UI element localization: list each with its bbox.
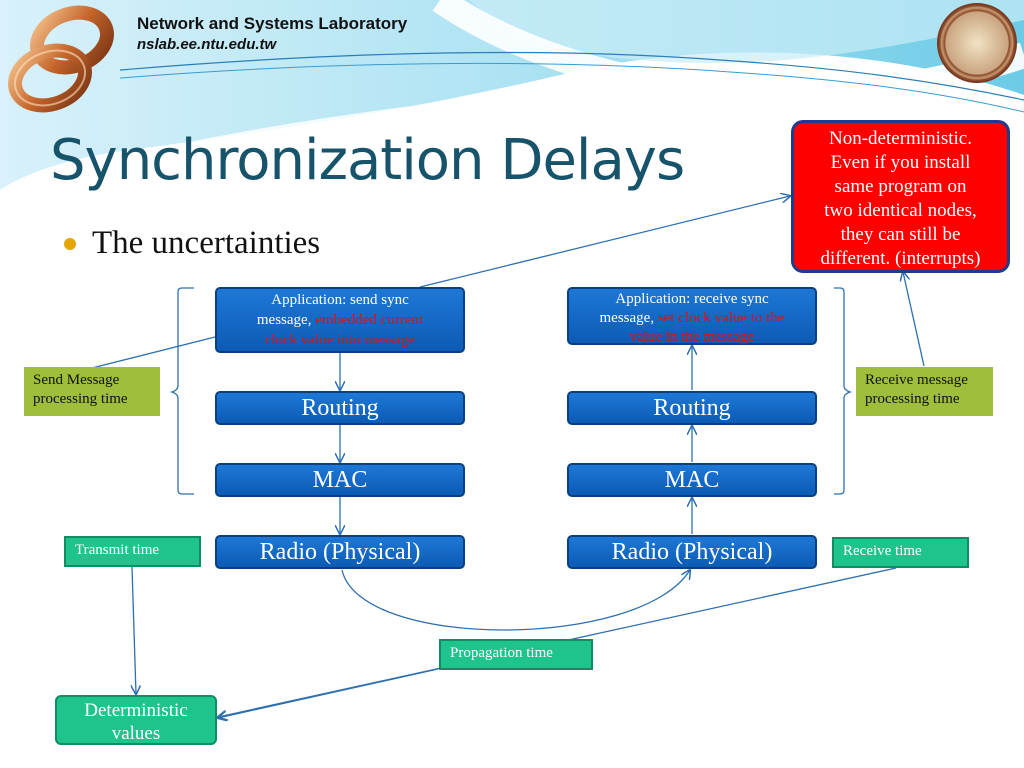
sender-mac-box: MAC [215, 463, 465, 497]
receiver-app-line2-prefix: message, [599, 310, 658, 326]
receiver-app-line3-red: value in the message [629, 329, 755, 345]
arrow-receive-label-to-callout [903, 272, 925, 367]
receiver-mac-box: MAC [567, 463, 817, 497]
deterministic-line2: values [111, 723, 161, 744]
callout-line2: Even if you install [830, 152, 971, 173]
left-brace [169, 287, 194, 495]
receive-processing-time-label: Receive message processing time [856, 367, 993, 416]
bullet-dot-icon [64, 238, 76, 250]
receive-label-line1: Receive message [865, 372, 968, 388]
receiver-application-box: Application: receive sync message, set c… [567, 287, 817, 345]
propagation-time-label: Propagation time [439, 639, 593, 670]
send-processing-time-label: Send Message processing time [24, 367, 160, 416]
send-label-line2: processing time [33, 391, 128, 407]
callout-line5: they can still be [840, 224, 961, 245]
callout-line3: same program on [834, 176, 967, 197]
sender-radio-box: Radio (Physical) [215, 535, 465, 569]
callout-line1: Non-deterministic. [829, 128, 972, 149]
arrow-transmit-to-deterministic [132, 566, 136, 694]
receiver-radio-box: Radio (Physical) [567, 535, 817, 569]
sender-app-line3-red: clock value into message [264, 332, 416, 348]
header-background [0, 0, 1024, 205]
deterministic-values-box: Deterministic values [55, 695, 217, 745]
sender-routing-box: Routing [215, 391, 465, 425]
infinity-ring-logo-icon [8, 5, 114, 113]
send-label-line1: Send Message [33, 372, 120, 388]
callout-line4: two identical nodes, [824, 200, 977, 221]
non-deterministic-callout: Non-deterministic. Even if you install s… [791, 120, 1010, 273]
lab-name: Network and Systems Laboratory [137, 14, 408, 33]
sender-app-line1: Application: send sync [271, 292, 409, 308]
receive-label-line2: processing time [865, 391, 960, 407]
right-brace [834, 287, 853, 495]
slide-title: Synchronization Delays [50, 128, 685, 193]
receive-time-label: Receive time [832, 537, 969, 568]
callout-line6: different. (interrupts) [820, 248, 981, 269]
arrow-app-to-callout [419, 196, 790, 288]
receiver-app-line1: Application: receive sync [615, 291, 769, 307]
transmit-time-label: Transmit time [64, 536, 201, 567]
sender-app-line2-red: embedded current [315, 312, 424, 328]
line-send-label-to-app [91, 336, 216, 369]
sender-app-line2-prefix: message, [256, 312, 316, 328]
deterministic-line1: Deterministic [84, 700, 188, 721]
receiver-routing-box: Routing [567, 391, 817, 425]
receiver-app-line2-red: set clock value to the [657, 310, 785, 326]
bullet-text: The uncertainties [92, 225, 321, 261]
university-seal-icon [937, 3, 1017, 83]
lab-url: nslab.ee.ntu.edu.tw [137, 36, 277, 53]
sender-application-box: Application: send sync message, embedded… [215, 287, 465, 353]
arrow-radio-propagation [341, 570, 690, 631]
